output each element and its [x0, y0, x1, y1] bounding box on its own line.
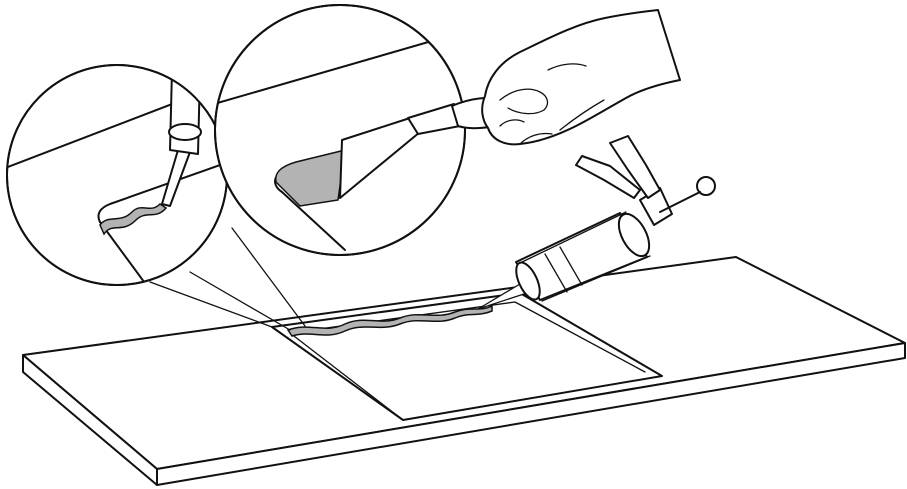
plunger-ring [697, 177, 715, 195]
hand-icon [482, 10, 680, 144]
detail-left-tube [170, 70, 200, 154]
zoom-connector-left-b [190, 272, 290, 330]
detail-left-tube-collar [169, 124, 201, 140]
zoom-connector-left-a [150, 282, 272, 327]
hand-outline [482, 10, 680, 144]
detail-circle-caulk [0, 65, 240, 290]
